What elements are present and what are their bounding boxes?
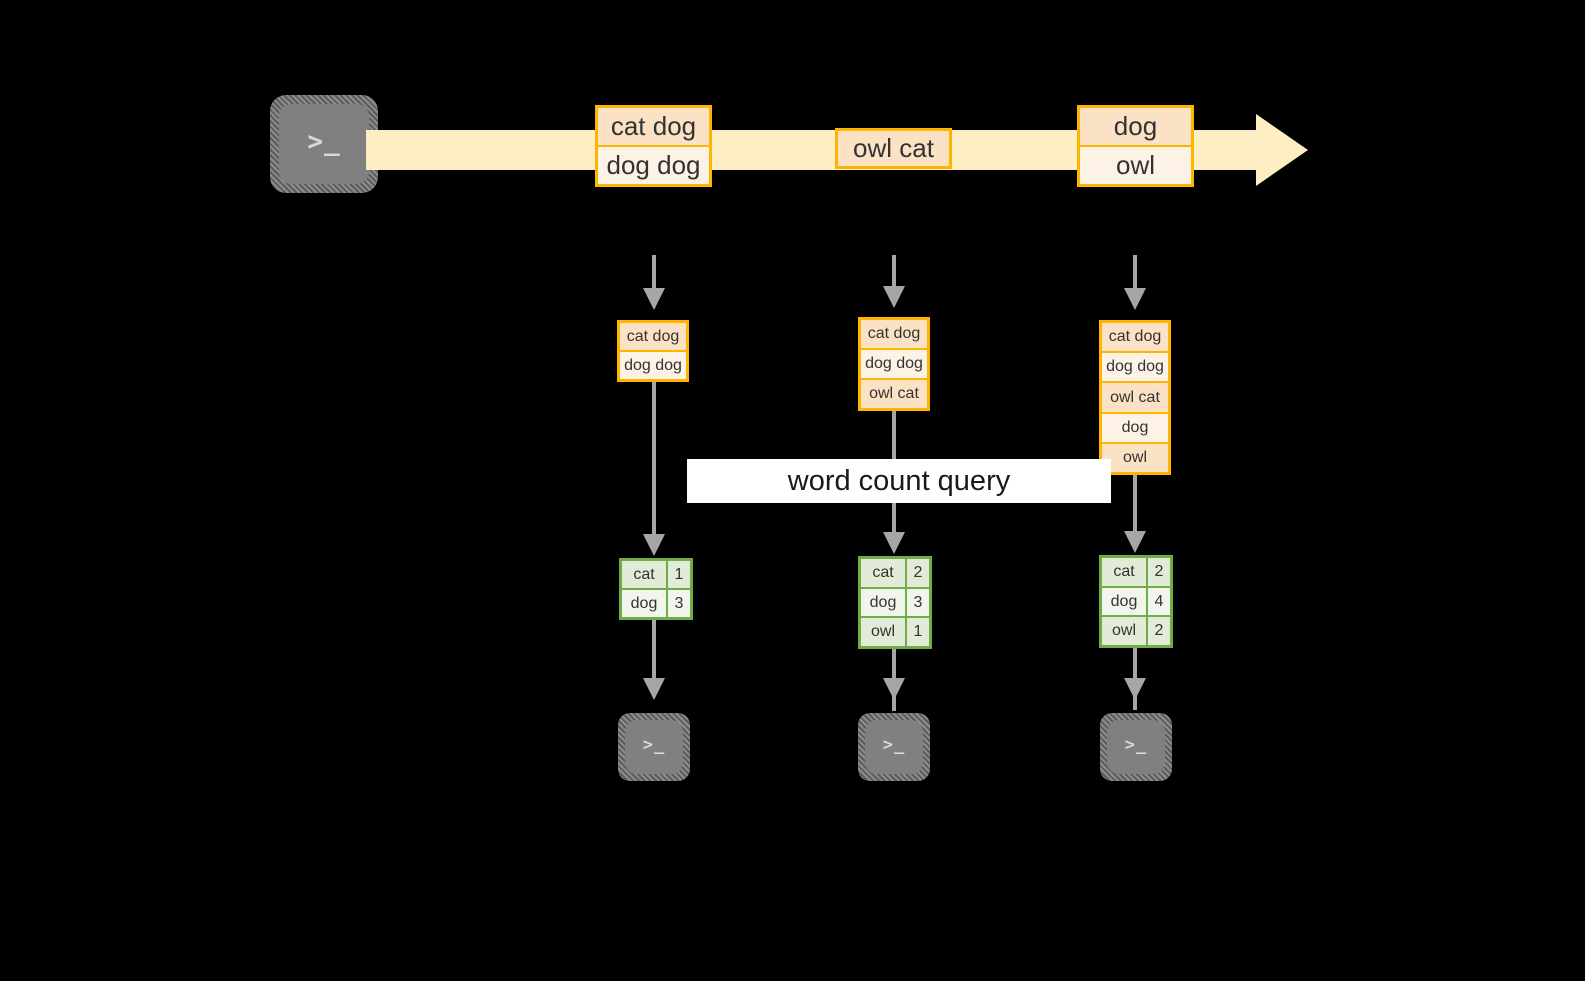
- word-count-query-banner: word count query: [687, 459, 1111, 503]
- terminal-prompt-label: >_: [642, 734, 666, 755]
- state-to-result-arrowhead: [883, 532, 905, 554]
- terminal-prompt-label: >_: [1124, 734, 1148, 755]
- result-word-cell: owl: [861, 618, 905, 646]
- result-word-cell: dog: [861, 588, 905, 617]
- accumulated-event-row: owl cat: [1102, 381, 1168, 412]
- table-row: cat 2: [1102, 558, 1170, 586]
- table-row: owl 1: [861, 616, 929, 646]
- accumulated-event-row: dog dog: [1102, 351, 1168, 382]
- stream-arrow-head: [1256, 114, 1308, 186]
- accumulated-event-row: owl: [1102, 441, 1168, 472]
- sink-terminal-icon: >_: [858, 713, 930, 781]
- table-row: dog 4: [1102, 585, 1170, 616]
- stream-to-state-connector: [652, 255, 656, 289]
- accumulated-event-row: dog dog: [620, 350, 686, 379]
- source-terminal-icon: >_: [270, 95, 378, 193]
- result-count-cell: 1: [666, 561, 690, 588]
- result-to-sink-arrowhead: [1124, 678, 1146, 700]
- terminal-screen: [865, 720, 923, 774]
- result-count-cell: 4: [1146, 587, 1170, 616]
- stream-event-line: cat dog: [598, 108, 709, 145]
- stream-event-box: dog owl: [1077, 105, 1194, 187]
- result-to-sink-arrowhead: [643, 678, 665, 700]
- result-word-cell: cat: [622, 561, 666, 588]
- result-word-cell: dog: [1102, 587, 1146, 616]
- table-row: cat 2: [861, 559, 929, 587]
- stream-event-line: owl: [1080, 145, 1191, 184]
- stream-to-state-arrowhead: [643, 288, 665, 310]
- terminal-screen: [1107, 720, 1165, 774]
- accumulated-event-row: dog: [1102, 411, 1168, 442]
- terminal-prompt-label: >_: [307, 127, 341, 157]
- stream-to-state-arrowhead: [1124, 288, 1146, 310]
- stream-to-state-connector: [892, 255, 896, 287]
- stream-to-state-arrowhead: [883, 286, 905, 308]
- stream-to-state-connector: [1133, 255, 1137, 289]
- table-row: cat 1: [622, 561, 690, 588]
- accumulated-events-stack: cat dog dog dog owl cat dog owl: [1099, 320, 1171, 475]
- stream-event-box: cat dog dog dog: [595, 105, 712, 187]
- terminal-screen: [279, 104, 369, 184]
- accumulated-events-stack: cat dog dog dog owl cat: [858, 317, 930, 411]
- accumulated-events-stack: cat dog dog dog: [617, 320, 689, 382]
- state-to-result-connector: [652, 382, 656, 538]
- sink-terminal-icon: >_: [618, 713, 690, 781]
- result-to-sink-arrowhead: [883, 678, 905, 700]
- result-word-cell: cat: [1102, 558, 1146, 586]
- stream-event-line: dog dog: [598, 145, 709, 184]
- accumulated-event-row: cat dog: [1102, 323, 1168, 352]
- state-to-result-arrowhead: [1124, 531, 1146, 553]
- result-word-cell: owl: [1102, 617, 1146, 645]
- accumulated-event-row: dog dog: [861, 348, 927, 378]
- result-count-cell: 3: [666, 590, 690, 617]
- table-row: dog 3: [622, 588, 690, 617]
- result-count-cell: 3: [905, 588, 929, 617]
- result-word-cell: dog: [622, 590, 666, 617]
- terminal-screen: [625, 720, 683, 774]
- word-count-result-table: cat 1 dog 3: [619, 558, 693, 620]
- result-count-cell: 2: [1146, 617, 1170, 645]
- accumulated-event-row: cat dog: [861, 320, 927, 348]
- stream-event-line: owl cat: [838, 131, 949, 166]
- word-count-result-table: cat 2 dog 3 owl 1: [858, 556, 932, 649]
- table-row: dog 3: [861, 586, 929, 617]
- result-count-cell: 1: [905, 618, 929, 646]
- accumulated-event-row: cat dog: [620, 323, 686, 350]
- result-word-cell: cat: [861, 559, 905, 587]
- accumulated-event-row: owl cat: [861, 378, 927, 408]
- result-to-sink-connector: [652, 620, 656, 682]
- stream-event-line: dog: [1080, 108, 1191, 145]
- state-to-result-connector: [1133, 475, 1137, 535]
- terminal-prompt-label: >_: [882, 734, 906, 755]
- result-count-cell: 2: [905, 559, 929, 587]
- stream-event-box: owl cat: [835, 128, 952, 169]
- table-row: owl 2: [1102, 615, 1170, 645]
- result-count-cell: 2: [1146, 558, 1170, 586]
- sink-terminal-icon: >_: [1100, 713, 1172, 781]
- word-count-result-table: cat 2 dog 4 owl 2: [1099, 555, 1173, 648]
- state-to-result-arrowhead: [643, 534, 665, 556]
